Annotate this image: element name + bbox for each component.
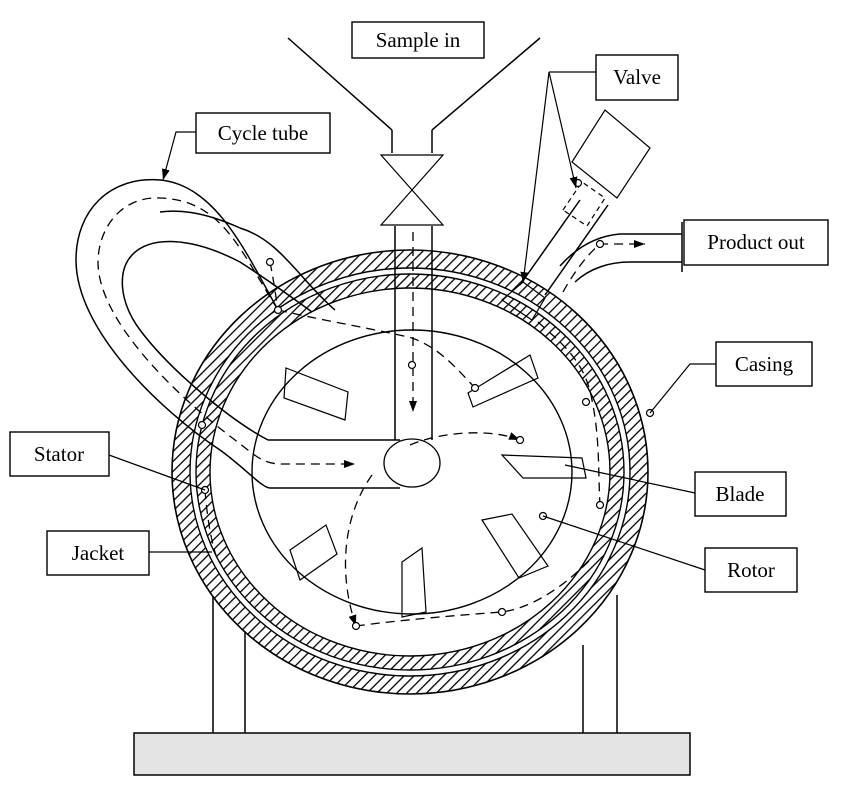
flow-path (97, 197, 645, 627)
cycle-tube-label: Cycle tube (218, 121, 308, 145)
rotor-label: Rotor (727, 558, 775, 582)
label-casing: Casing (715, 341, 813, 387)
product-out-label: Product out (707, 230, 805, 254)
label-stator: Stator (9, 431, 110, 477)
support-frame (133, 560, 691, 776)
blade (481, 513, 549, 579)
label-rotor: Rotor (704, 547, 798, 593)
label-valve: Valve (595, 54, 679, 101)
valve-actuator (571, 109, 651, 199)
feed-hopper (287, 37, 541, 440)
leader-lines (108, 71, 716, 571)
label-sample-in: Sample in (351, 21, 485, 59)
flow-markers (197, 178, 655, 631)
jacket-label: Jacket (72, 541, 125, 565)
label-product-out: Product out (683, 219, 829, 266)
stator-hub (383, 438, 441, 488)
blade (289, 524, 338, 581)
valve-label: Valve (613, 65, 661, 89)
outlet-assembly (501, 109, 683, 321)
blades (283, 354, 587, 618)
label-cycle-tube: Cycle tube (195, 112, 331, 154)
blade (283, 367, 349, 421)
label-blade: Blade (694, 471, 787, 517)
blade (500, 454, 587, 479)
label-jacket: Jacket (46, 530, 150, 576)
sample-in-label: Sample in (376, 28, 461, 52)
casing-label: Casing (735, 352, 794, 376)
blade-label: Blade (716, 482, 765, 506)
feed-valve-icon (379, 154, 445, 191)
cycle-tube (75, 178, 400, 489)
base-plate (133, 732, 691, 776)
blade (467, 354, 539, 408)
stator-label: Stator (34, 442, 84, 466)
blade (401, 546, 427, 618)
